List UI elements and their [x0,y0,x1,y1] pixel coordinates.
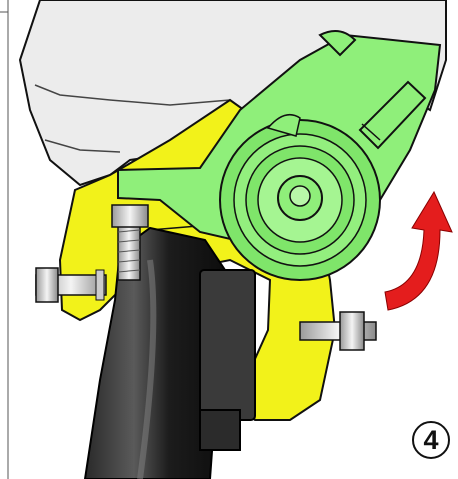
hex-nut-top [111,204,149,228]
bolt-right-nut [339,311,365,351]
bolt-left-washer [95,269,105,301]
curved-arrow-up-icon [384,190,453,311]
knob-top-tab [266,113,301,137]
frame-inner-edge [34,84,231,106]
frame-lower-edge [44,139,121,153]
stud-threads [117,229,141,273]
step-number-badge: 4 [412,421,450,459]
green-mount-notch [318,30,357,57]
clamp-block-lower [199,409,241,451]
clamp-block [199,269,256,421]
bolt-left-nut [35,267,59,303]
knob-center [289,185,311,207]
green-lever-inner [361,123,381,141]
green-lever [358,80,427,150]
tube-highlight [137,259,157,479]
